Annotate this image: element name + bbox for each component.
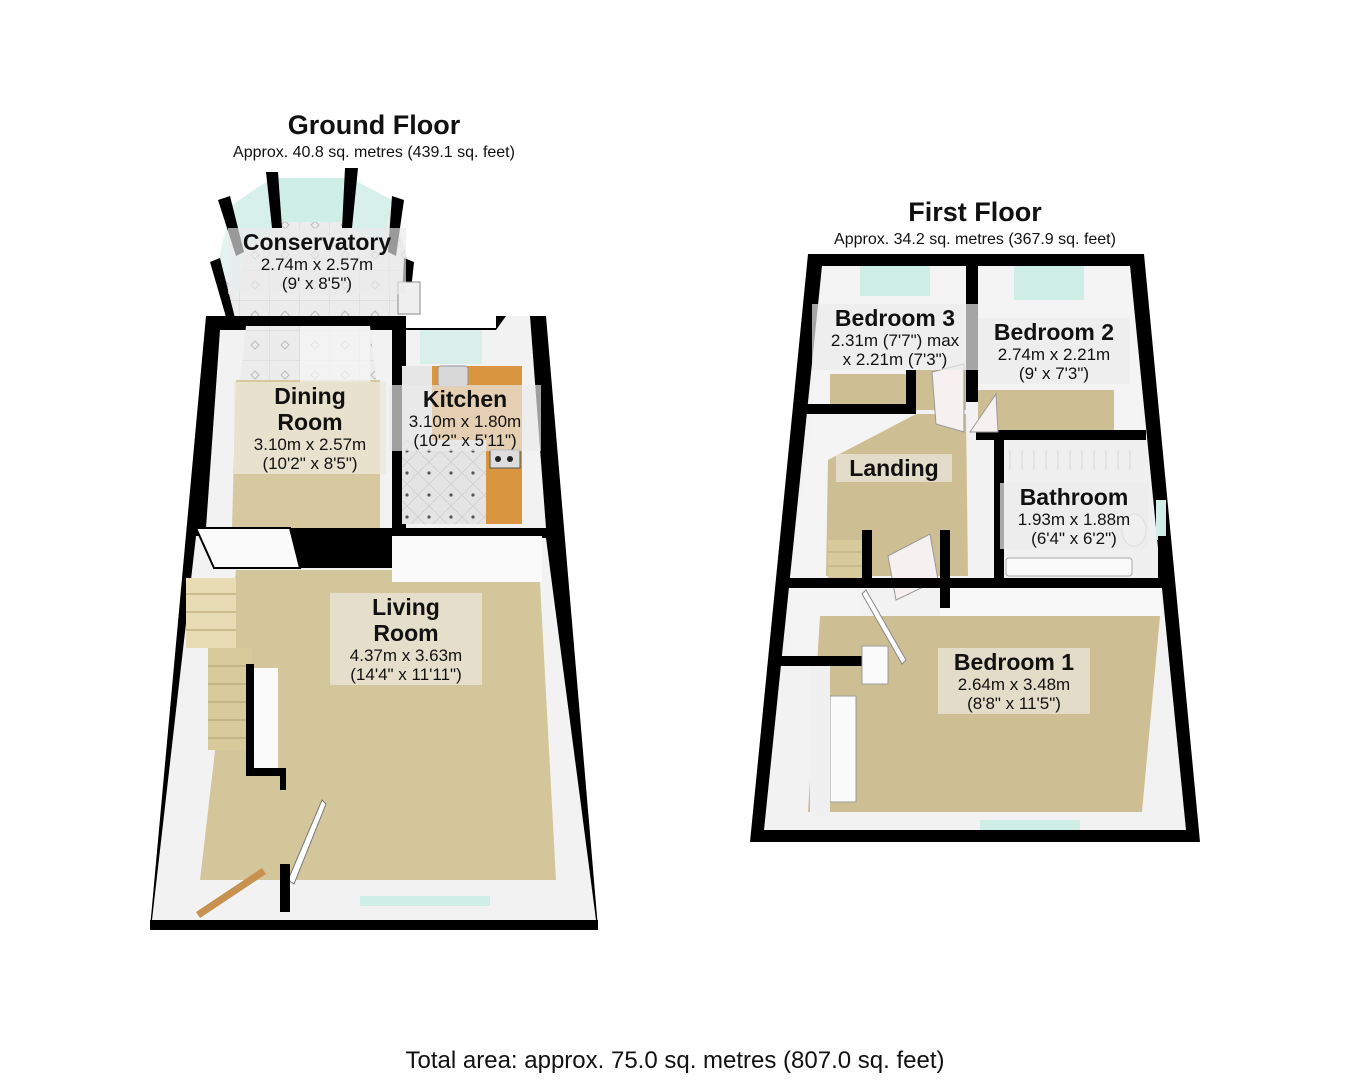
room-dimensions-imperial: (6'4" x 6'2") [1031,529,1117,548]
room-name-line2: Room [277,409,343,435]
room-dimensions-imperial: (9' x 7'3") [1018,364,1090,383]
room-dimensions-imperial: (10'2" x 8'5") [262,454,358,473]
bedroom-2-label: Bedroom 2 2.74m x 2.21m (9' x 7'3") [978,318,1130,384]
conservatory-label: Conservatory 2.74m x 2.57m (9' x 8'5") [228,228,406,294]
landing-label: Landing [836,454,952,482]
room-dimensions-imperial: (14'4" x 11'11") [350,665,462,684]
room-name: Bedroom 2 [993,319,1115,345]
room-dimensions-imperial: (9' x 8'5") [281,274,353,293]
room-name: Bedroom 1 [953,649,1075,675]
bedroom-1-label: Bedroom 1 2.64m x 3.48m (8'8" x 11'5") [938,648,1090,714]
room-name: Bedroom 3 [834,305,956,331]
room-name-line2: Room [373,620,439,646]
room-name: Conservatory [242,229,392,255]
room-dimensions-metric: 4.37m x 3.63m [349,646,463,665]
room-dimensions-line1: 2.31m (7'7") max [830,331,960,350]
room-dimensions-metric: 2.64m x 3.48m [957,675,1071,694]
room-name: Landing [849,455,939,481]
room-dimensions-metric: 3.10m x 2.57m [253,435,367,454]
dining-room-label: Dining Room 3.10m x 2.57m (10'2" x 8'5") [234,382,386,474]
living-room-label: Living Room 4.37m x 3.63m (14'4" x 11'11… [330,593,482,685]
room-name: Kitchen [422,386,508,412]
room-dimensions-metric: 2.74m x 2.21m [997,345,1111,364]
ground-floor-title: Ground Floor [287,110,461,140]
total-area: Total area: approx. 75.0 sq. metres (807… [405,1047,945,1074]
first-floor-area: Approx. 34.2 sq. metres (367.9 sq. feet) [834,231,1116,248]
room-dimensions-line2: x 2.21m (7'3") [842,350,948,369]
living-room-area [150,527,598,930]
room-dimensions-imperial: (10'2" x 5'11") [413,431,517,450]
room-dimensions-metric: 1.93m x 1.88m [1017,510,1131,529]
room-name: Bathroom [1019,484,1129,510]
bathroom-label: Bathroom 1.93m x 1.88m (6'4" x 6'2") [1000,483,1148,549]
kitchen-label: Kitchen 3.10m x 1.80m (10'2" x 5'11") [389,385,541,451]
room-dimensions-metric: 2.74m x 2.57m [260,255,374,274]
first-floor-title: First Floor [908,197,1042,227]
ground-floor-area: Approx. 40.8 sq. metres (439.1 sq. feet) [233,144,515,161]
room-dimensions-metric: 3.10m x 1.80m [408,412,522,431]
room-name-line1: Living [372,594,440,620]
room-name-line1: Dining [274,383,346,409]
bedroom-3-label: Bedroom 3 2.31m (7'7") max x 2.21m (7'3"… [812,304,978,370]
room-dimensions-imperial: (8'8" x 11'5") [967,694,1061,713]
staircase [186,578,252,750]
